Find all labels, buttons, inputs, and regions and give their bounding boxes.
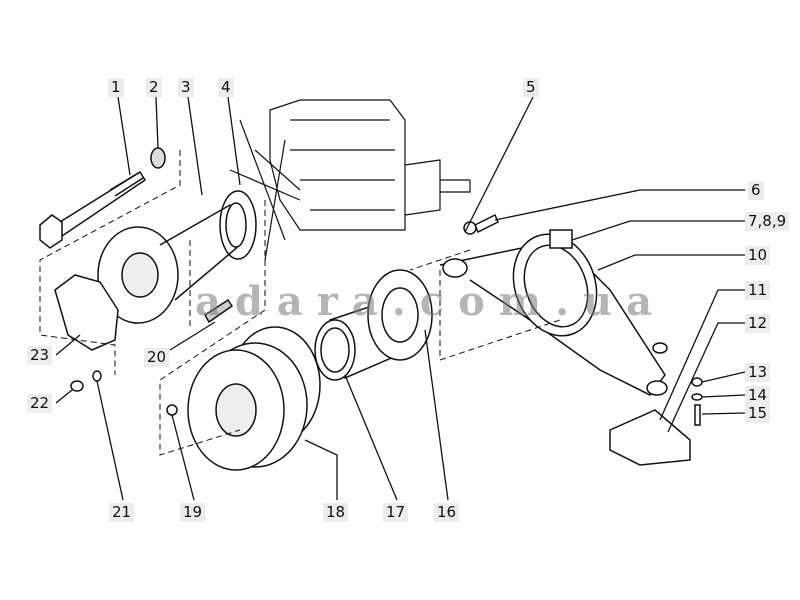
flange-part-16	[367, 269, 433, 361]
nut-part-19	[166, 404, 178, 416]
hub-part-3	[97, 190, 257, 324]
callout-label-16: 16	[434, 503, 460, 522]
base-plate-part-12	[609, 409, 691, 466]
assembly-lines	[39, 150, 561, 456]
callout-label-5: 5	[523, 78, 539, 97]
bolt-part-6	[474, 213, 499, 234]
callout-label-6: 6	[748, 181, 764, 200]
callout-label-15: 15	[745, 404, 771, 423]
nut-part-22	[70, 380, 84, 392]
callout-label-18: 18	[323, 503, 349, 522]
nut-part-13	[691, 377, 703, 387]
callout-label-14: 14	[745, 386, 771, 405]
bracket-part-10	[439, 229, 668, 396]
watermark: adara.com.ua	[195, 278, 667, 325]
callout-label-2: 2	[146, 78, 162, 97]
bolt-part-15	[694, 404, 701, 426]
callout-label-20: 20	[144, 348, 170, 367]
callout-label-13: 13	[745, 363, 771, 382]
callout-label-19: 19	[180, 503, 206, 522]
callout-label-11: 11	[745, 281, 771, 300]
callout-label-3: 3	[178, 78, 194, 97]
sleeve-part-23	[54, 274, 119, 351]
engine-sketch	[229, 99, 471, 261]
callout-label-21: 21	[109, 503, 135, 522]
washer-part-21	[92, 370, 102, 382]
callout-label-12: 12	[745, 314, 771, 333]
callout-label-10: 10	[745, 246, 771, 265]
pulley-part-18	[187, 326, 321, 471]
washer-part-2	[150, 147, 166, 169]
callout-label-17: 17	[383, 503, 409, 522]
callout-label-22: 22	[27, 394, 53, 413]
nut-part-5	[463, 221, 477, 235]
stud-part-20	[203, 298, 234, 324]
callout-label-1: 1	[108, 78, 124, 97]
callout-label-7-8-9: 7,8,9	[745, 212, 790, 231]
callout-label-23: 23	[27, 346, 53, 365]
callout-label-4: 4	[218, 78, 234, 97]
leader-lines	[55, 96, 750, 501]
bolt-part-1	[39, 170, 147, 249]
washer-part-14	[691, 393, 703, 401]
